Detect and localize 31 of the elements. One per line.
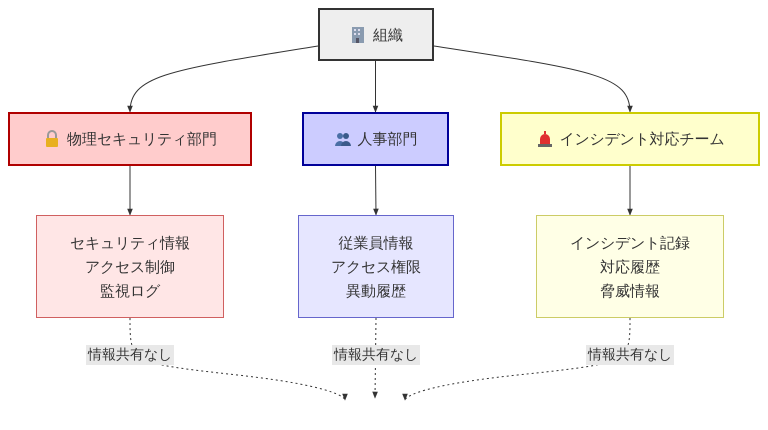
box-title: インシデント対応チーム — [560, 129, 724, 150]
edge-label: 情報共有なし — [332, 345, 420, 365]
edge-label: 情報共有なし — [86, 345, 174, 365]
info-box — [36, 215, 224, 318]
box-item: 従業員情報 — [338, 232, 414, 254]
box-item: インシデント記録 — [570, 232, 690, 254]
dotted-arrow — [404, 318, 630, 401]
box-item: セキュリティ情報 — [70, 232, 190, 254]
box-item: 監視ログ — [100, 280, 160, 302]
process-box — [500, 112, 760, 166]
box-title: 物理セキュリティ部門 — [67, 129, 217, 150]
edge-label: 情報共有なし — [586, 345, 674, 365]
arrow — [372, 60, 378, 113]
arrow — [128, 46, 318, 113]
process-box — [302, 112, 449, 166]
arrow — [434, 46, 632, 113]
arrow — [127, 166, 133, 216]
box-item: アクセス権限 — [331, 256, 421, 278]
arrow — [373, 166, 379, 216]
box-title: 人事部門 — [358, 129, 418, 150]
dotted-arrow — [130, 318, 346, 401]
box-title: 組織 — [373, 24, 403, 46]
info-box — [298, 215, 454, 318]
arrow — [627, 166, 633, 216]
box-item: アクセス制御 — [85, 256, 175, 278]
box-item: 脅威情報 — [600, 280, 660, 302]
box-item: 異動履歴 — [346, 280, 406, 302]
process-box — [318, 8, 434, 61]
box-item: 対応履歴 — [600, 256, 660, 278]
process-box — [8, 112, 252, 166]
info-box — [536, 215, 724, 318]
